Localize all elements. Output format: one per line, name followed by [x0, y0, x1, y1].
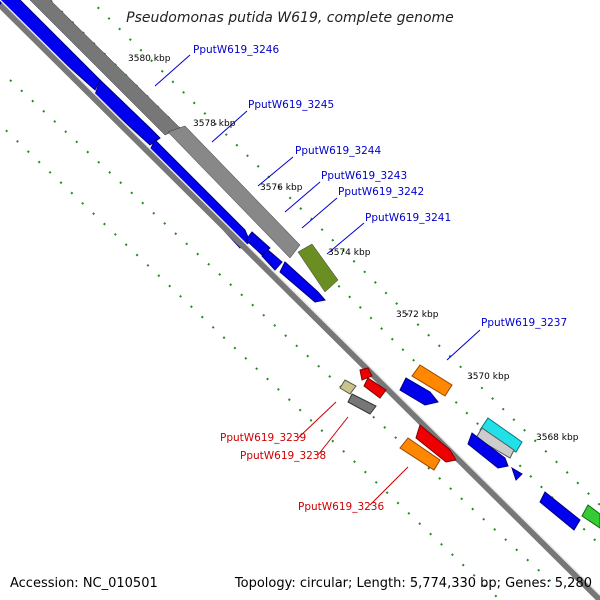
gene-label[interactable]: PputW619_3241: [365, 212, 451, 224]
gene-label[interactable]: PputW619_3243: [321, 170, 407, 182]
gene-label[interactable]: PputW619_3238: [240, 450, 326, 462]
tick-label: 3572 kbp: [396, 310, 439, 320]
reverse-gene-labels: PputW619_3239 PputW619_3238 PputW619_323…: [220, 432, 384, 513]
cyan-gene: [479, 417, 523, 453]
orange-gene: [399, 437, 441, 471]
khaki-gene: [339, 379, 357, 395]
tick-label: 3574 kbp: [328, 248, 371, 258]
gene-label[interactable]: PputW619_3239: [220, 432, 306, 444]
cds-arrow: [279, 261, 326, 303]
tick-label: 3568 kbp: [536, 433, 579, 443]
gene-label[interactable]: PputW619_3244: [295, 145, 381, 157]
green-gene: [581, 504, 600, 529]
tick-label: 3570 kbp: [467, 372, 510, 382]
topology-label: Topology: circular; Length: 5,774,330 bp…: [234, 576, 592, 591]
gene-label[interactable]: PputW619_3242: [338, 186, 424, 198]
reverse-cds-arrow: [415, 424, 457, 463]
tick-labels: 3580 kbp 3578 kbp 3576 kbp 3574 kbp 3572…: [128, 54, 579, 443]
callout-lines: [154, 54, 481, 506]
map-title: Pseudomonas putida W619, complete genome: [126, 10, 454, 26]
reverse-cds-arrow: [363, 377, 387, 399]
tick-label: 3576 kbp: [260, 183, 303, 193]
forward-gene-labels: PputW619_3246 PputW619_3245 PputW619_324…: [193, 44, 567, 329]
grey-gene: [347, 393, 377, 415]
forward-cds-arrow: [399, 377, 439, 406]
backbone-gene: [167, 125, 301, 259]
cds-arrow: [261, 249, 283, 271]
orange-gene: [411, 364, 453, 397]
cds-arrow: [245, 231, 271, 256]
gene-label[interactable]: PputW619_3237: [481, 317, 567, 329]
tick-label: 3580 kbp: [128, 54, 171, 64]
tick-label: 3578 kbp: [193, 119, 236, 129]
grey-gene: [475, 427, 515, 459]
reverse-cds-arrow: [359, 367, 373, 381]
forward-cds-arrow: [467, 432, 509, 469]
forward-cds-arrow: [539, 491, 581, 531]
gene-label[interactable]: PputW619_3245: [248, 99, 334, 111]
lower-genes: [339, 364, 600, 531]
gene-label[interactable]: PputW619_3246: [193, 44, 279, 56]
accession-label: Accession: NC_010501: [10, 576, 158, 591]
forward-cds-arrow: [511, 466, 523, 481]
olive-gene: [297, 243, 339, 293]
gene-label[interactable]: PputW619_3236: [298, 501, 384, 513]
